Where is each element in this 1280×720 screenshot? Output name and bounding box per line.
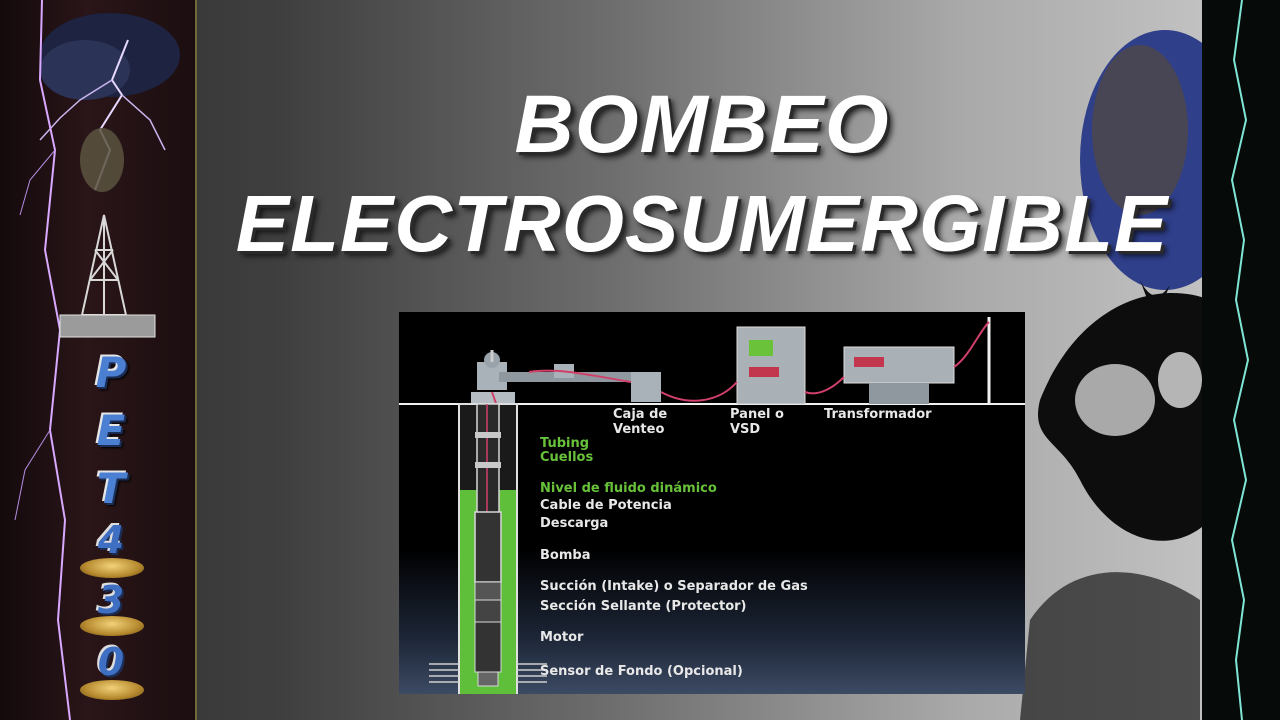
label-intake: Succión (Intake) o Separador de Gas bbox=[540, 579, 808, 594]
logo-letter-p: P bbox=[95, 348, 127, 397]
logo-coin bbox=[80, 680, 144, 700]
lightning-illustration bbox=[14, 0, 180, 720]
label-sensor: Sensor de Fondo (Opcional) bbox=[540, 664, 743, 679]
esp-well-diagram: Caja de Venteo Panel o VSD Transformador… bbox=[399, 312, 1025, 694]
control-panel-icon bbox=[736, 326, 806, 405]
pump bbox=[474, 511, 502, 583]
logo-letter-t: T bbox=[96, 464, 126, 513]
label-panel-2: VSD bbox=[730, 422, 761, 437]
right-decorative-strip bbox=[1202, 0, 1280, 720]
intake bbox=[474, 581, 502, 601]
wellhead-icon bbox=[471, 350, 661, 404]
left-decorative-strip: P E T 4 3 0 bbox=[0, 0, 197, 720]
oil-barrel-illustration bbox=[1020, 30, 1220, 720]
label-seal-section: Sección Sellante (Protector) bbox=[540, 599, 747, 614]
vertical-lightning bbox=[1230, 0, 1250, 720]
logo-coin bbox=[80, 616, 144, 636]
label-motor: Motor bbox=[540, 630, 584, 645]
well-schematic bbox=[399, 317, 1025, 694]
logo-letter-e: E bbox=[96, 406, 126, 455]
label-fluid-level: Nivel de fluido dinámico bbox=[540, 481, 717, 496]
label-vent-box-2: Venteo bbox=[613, 422, 665, 437]
logo-digit-0: 0 bbox=[97, 640, 125, 684]
logo-coin bbox=[80, 558, 144, 578]
label-transformer: Transformador bbox=[824, 407, 932, 422]
downhole-sensor bbox=[477, 671, 499, 687]
logo-digit-4: 4 bbox=[97, 518, 125, 562]
label-power-cable: Cable de Potencia bbox=[540, 498, 672, 513]
slide-title-line-1: BOMBEO bbox=[514, 79, 890, 170]
surface-cable bbox=[660, 381, 738, 402]
seal-section bbox=[474, 599, 502, 623]
label-vent-box-1: Caja de bbox=[613, 407, 668, 422]
label-pump: Bomba bbox=[540, 548, 591, 563]
oil-gusher bbox=[80, 128, 124, 192]
perforations bbox=[429, 663, 547, 683]
vent-box-icon bbox=[631, 372, 661, 402]
logo-digit-3: 3 bbox=[97, 578, 125, 622]
label-panel-1: Panel o bbox=[730, 407, 784, 422]
label-collars: Cuellos bbox=[540, 450, 594, 465]
motor bbox=[474, 621, 502, 673]
label-tubing: Tubing bbox=[540, 436, 590, 451]
slide-title-line-2: ELECTROSUMERGIBLE bbox=[235, 179, 1169, 268]
label-discharge: Descarga bbox=[540, 516, 609, 531]
